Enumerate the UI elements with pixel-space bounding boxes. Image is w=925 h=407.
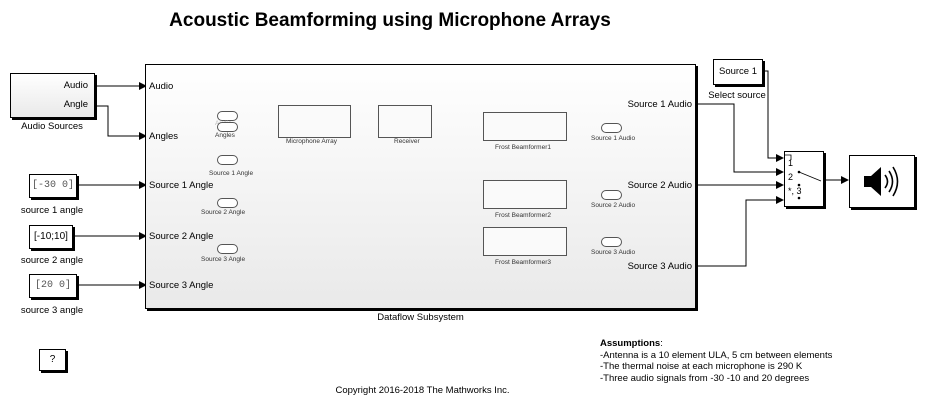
- constant-source1-label: source 1 angle: [20, 205, 84, 216]
- inner-inport-source1-angle-label: Source 1 Angle: [209, 170, 254, 177]
- inner-outport-source1-audio: [601, 123, 622, 133]
- subsystem-in-source1-angle: Source 1 Angle: [149, 180, 214, 191]
- assumptions-heading: Assumptions: [600, 338, 661, 349]
- wire-select: [762, 70, 784, 162]
- select-source-value: Source 1: [718, 66, 758, 77]
- assumptions-note: Assumptions: -Antenna is a 10 element UL…: [600, 338, 833, 384]
- subsystem-out-source1-audio: Source 1 Audio: [627, 99, 692, 110]
- audio-sources-block[interactable]: Audio Angle: [10, 73, 95, 118]
- assumptions-line: -The thermal noise at each microphone is…: [600, 361, 803, 372]
- subsystem-out-source3-audio: Source 3 Audio: [627, 261, 692, 272]
- constant-source3-label: source 3 angle: [20, 305, 84, 316]
- inner-inport-source3-angle-label: Source 3 Angle: [201, 256, 246, 263]
- microphone-array-label: Microphone Array: [286, 138, 337, 145]
- help-button[interactable]: ?: [39, 349, 66, 371]
- audio-sources-port-audio: Audio: [63, 80, 88, 91]
- subsystem-in-source3-angle: Source 3 Angle: [149, 280, 214, 291]
- frost-beamformer2-label: Frost Beamformer2: [495, 212, 551, 219]
- dataflow-subsystem[interactable]: Audio Angles Source 1 Angle Source 2 Ang…: [145, 64, 696, 309]
- subsystem-in-source2-angle: Source 2 Angle: [149, 231, 214, 242]
- dataflow-subsystem-label: Dataflow Subsystem: [377, 312, 464, 323]
- frost-beamformer3-block[interactable]: [483, 227, 567, 256]
- wire-angle: [94, 105, 147, 140]
- inner-inport-audio: [217, 111, 238, 121]
- frost-beamformer2-block[interactable]: [483, 180, 567, 209]
- help-button-label: ?: [49, 354, 56, 365]
- inner-inport-source2-angle-label: Source 2 Angle: [201, 209, 246, 216]
- audio-device-writer-block[interactable]: [849, 155, 915, 208]
- frost-beamformer1-block[interactable]: [483, 112, 567, 141]
- inner-outport-source2-audio: [601, 190, 622, 200]
- select-source-block[interactable]: Source 1: [713, 59, 763, 85]
- switch-port-2: 2: [788, 172, 794, 182]
- frost-beamformer1-label: Frost Beamformer1: [495, 144, 551, 151]
- inner-inport-source1-angle: [217, 155, 238, 165]
- inner-outport-source2-audio-label: Source 2 Audio: [591, 202, 636, 209]
- inner-outport-source1-audio-label: Source 1 Audio: [591, 135, 636, 142]
- inner-outport-source3-audio-label: Source 3 Audio: [591, 249, 636, 256]
- inner-inport-angles-label: Angles: [215, 132, 235, 139]
- constant-source2-label: source 2 angle: [20, 255, 84, 266]
- multiport-switch-block[interactable]: 1 2 *, 3: [784, 151, 824, 207]
- wire-out1: [695, 103, 784, 176]
- constant-source2-angle[interactable]: [-10;10]: [29, 225, 73, 249]
- copyright-text: Copyright 2016-2018 The Mathworks Inc.: [335, 385, 510, 396]
- inner-outport-source3-audio: [601, 237, 622, 247]
- assumptions-line: -Three audio signals from -30 -10 and 20…: [600, 372, 810, 384]
- constant-source3-angle[interactable]: [20 0]: [29, 274, 77, 298]
- subsystem-out-source2-audio: Source 2 Audio: [627, 180, 692, 191]
- select-source-label: Select source: [708, 90, 766, 101]
- constant-value: [-10;10]: [34, 231, 68, 242]
- wire-out3: [695, 196, 784, 267]
- speaker-icon: [864, 166, 899, 197]
- subsystem-in-angles: Angles: [149, 131, 179, 142]
- constant-source1-angle[interactable]: [-30 0]: [29, 174, 77, 198]
- assumptions-line: -Antenna is a 10 element ULA, 5 cm betwe…: [600, 349, 833, 361]
- microphone-array-block[interactable]: [278, 105, 351, 138]
- inner-inport-source3-angle: [217, 244, 238, 254]
- frost-beamformer3-label: Frost Beamformer3: [495, 259, 551, 266]
- constant-value: [20 0]: [34, 280, 71, 291]
- inner-inport-source2-angle: [217, 198, 238, 208]
- switch-port-1: 1: [788, 158, 794, 168]
- page-title: Acoustic Beamforming using Microphone Ar…: [169, 10, 611, 31]
- inner-inport-angles: [217, 122, 238, 132]
- switch-port-3: *, 3: [788, 186, 802, 196]
- receiver-label: Receiver: [394, 138, 420, 145]
- audio-sources-label: Audio Sources: [21, 121, 83, 132]
- subsystem-in-audio: Audio: [149, 81, 174, 92]
- switch-lever-icon: [785, 154, 822, 200]
- receiver-block[interactable]: [378, 105, 432, 138]
- audio-sources-port-angle: Angle: [63, 99, 88, 110]
- constant-value: [-30 0]: [31, 180, 74, 191]
